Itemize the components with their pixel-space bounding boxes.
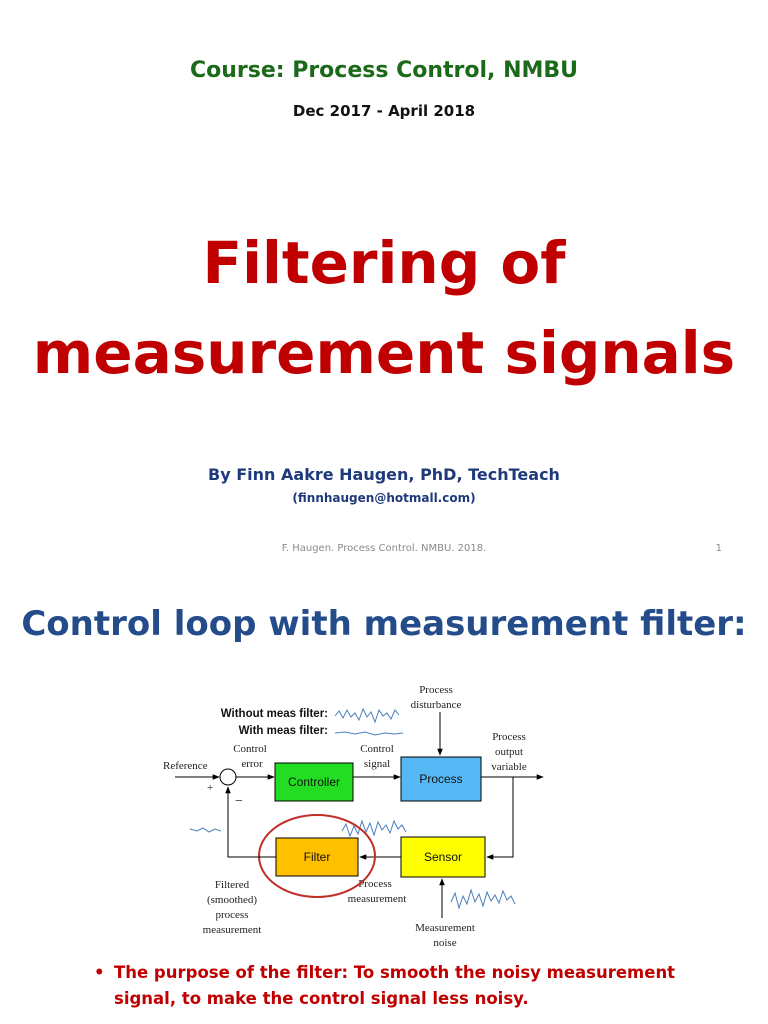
control-error-label-2: error: [241, 758, 263, 770]
process-label: Process: [419, 772, 462, 786]
course-dates: Dec 2017 - April 2018: [292, 102, 476, 120]
title-line-1: Filtering of: [202, 229, 566, 297]
author: By Finn Aakre Haugen, PhD, TechTeach: [208, 465, 560, 484]
slide-1: Course: Process Control, NMBU Dec 2017 -…: [0, 58, 768, 554]
control-loop-diagram: Without meas filter: With meas filter: P…: [163, 684, 544, 949]
process-block: [400, 756, 482, 802]
summing-junction: [219, 768, 237, 786]
control-error-label-1: Control: [233, 743, 267, 755]
filtered-signal: [189, 827, 222, 833]
noisy-signal-sample: [334, 707, 400, 724]
filtered-label-2: (smoothed): [207, 894, 257, 906]
filtered-label-1: Filtered: [215, 879, 250, 891]
reference-label: Reference: [163, 760, 208, 772]
filtered-label-3: process: [216, 909, 249, 921]
filter-block: [275, 837, 359, 877]
smooth-signal-sample: [334, 731, 404, 736]
bullet-point: • The purpose of the filter: To smooth t…: [94, 960, 696, 1012]
control-signal-label-2: signal: [364, 758, 390, 770]
noise-label-2: noise: [433, 937, 456, 949]
controller-block: [274, 762, 354, 802]
controller-label: Controller: [288, 775, 340, 789]
process-measurement-label-1: Process: [358, 878, 392, 890]
noisy-measurement-signal: [341, 819, 407, 838]
slide-footer: F. Haugen. Process Control. NMBU. 2018.: [281, 543, 487, 554]
title-line-2: measurement signals: [32, 319, 736, 387]
minus-sign: −: [235, 794, 243, 809]
control-signal-label-1: Control: [360, 743, 394, 755]
process-output-label-2: output: [495, 746, 523, 758]
filter-highlight-circle: [258, 814, 376, 898]
sensor-label: Sensor: [424, 850, 462, 864]
bullet-dot: •: [94, 963, 105, 982]
bullet-text: The purpose of the filter: To smooth the…: [114, 963, 676, 1008]
plus-sign: +: [207, 782, 213, 794]
disturbance-label-2: disturbance: [411, 699, 462, 711]
course-title: Course: Process Control, NMBU: [189, 58, 579, 83]
process-measurement-label-2: measurement: [348, 893, 407, 905]
noise-label-1: Measurement: [415, 922, 475, 934]
author-email: (finnhaugen@hotmall.com): [292, 491, 476, 505]
process-output-label-3: variable: [491, 761, 527, 773]
sensor-block: [400, 836, 486, 878]
filtered-label-4: measurement: [203, 924, 262, 936]
slide-title: Filtering of measurement signals: [0, 218, 768, 398]
slide-2-title: Control loop with measurement filter:: [21, 604, 747, 644]
process-output-label-1: Process: [492, 731, 526, 743]
measurement-noise-signal: [450, 888, 516, 910]
filtered-feedback-arrow: [225, 786, 276, 858]
feedback-to-sensor: [486, 777, 514, 860]
legend-without-filter: Without meas filter:: [221, 708, 328, 720]
legend-with-filter: With meas filter:: [239, 725, 328, 737]
slide-2: Control loop with measurement filter: Wi…: [0, 572, 768, 1024]
disturbance-label-1: Process: [419, 684, 453, 696]
page-number: 1: [715, 543, 722, 554]
filter-label: Filter: [304, 850, 331, 864]
